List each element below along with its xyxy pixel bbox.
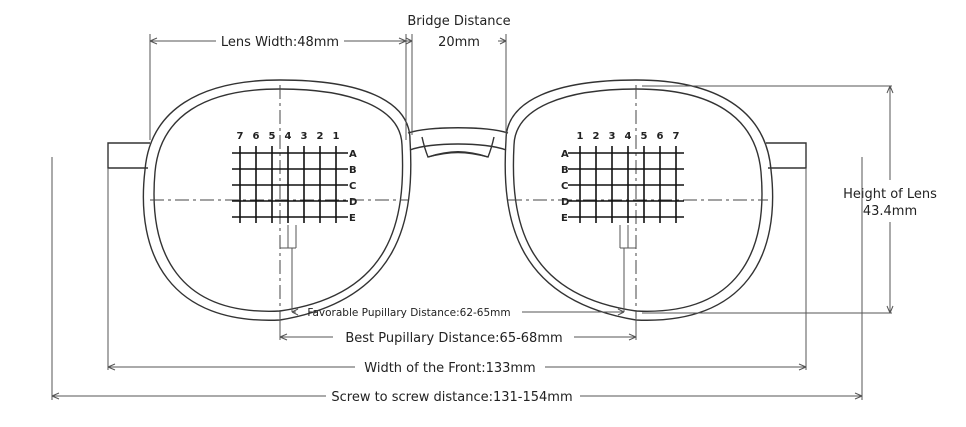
best-pd-dimension: Best Pupillary Distance:65-68mm: [279, 318, 637, 346]
left-grid-col-label: 1: [333, 131, 340, 142]
left-grid-row-label: A: [349, 149, 357, 160]
left-temple: [107, 142, 150, 169]
left-grid-col-label: 3: [301, 131, 308, 142]
right-grid-row-label: D: [561, 197, 569, 208]
right-grid-col-label: 6: [657, 131, 664, 142]
bridge: [407, 127, 509, 158]
bridge-distance-dimension: Bridge Distance 20mm: [402, 14, 511, 135]
left-grid-row-label: B: [349, 165, 357, 176]
left-grid-row-label: C: [349, 181, 356, 192]
lens-width-label: Lens Width:48mm: [221, 35, 339, 50]
favorable-pd-dimension: Favorable Pupillary Distance:62-65mm: [291, 307, 625, 319]
right-grid-col-label: 7: [673, 131, 680, 142]
right-lens-center-lines: [508, 85, 768, 318]
left-grid-col-label: 6: [253, 131, 260, 142]
lens-height-value: 43.4mm: [863, 204, 917, 219]
screw-distance-dimension: Screw to screw distance:131-154mm: [51, 157, 863, 405]
lens-height-dimension: Height of Lens 43.4mm: [642, 85, 937, 314]
bridge-distance-value: 20mm: [438, 35, 480, 50]
right-pupil-grid: 1 2 3 4 5 6 7 A B C D E: [561, 131, 684, 224]
right-grid-row-label: A: [561, 149, 569, 160]
lens-width-dimension: Lens Width:48mm: [149, 34, 407, 140]
left-pupil-grid: 7 6 5 4 3 2 1 A B C D E: [232, 131, 357, 224]
front-width-label: Width of the Front:133mm: [364, 361, 535, 376]
right-grid-col-label: 1: [577, 131, 584, 142]
right-grid-col-label: 5: [641, 131, 648, 142]
bridge-distance-title: Bridge Distance: [407, 14, 510, 29]
right-grid-row-label: E: [561, 213, 568, 224]
left-grid-row-label: D: [349, 197, 357, 208]
right-grid-col-label: 4: [625, 131, 632, 142]
right-grid-col-label: 2: [593, 131, 600, 142]
right-temple: [766, 142, 807, 169]
pupil-drop-lines: [280, 225, 636, 312]
screw-distance-label: Screw to screw distance:131-154mm: [331, 390, 572, 405]
favorable-pd-label: Favorable Pupillary Distance:62-65mm: [307, 307, 510, 319]
right-grid-col-label: 3: [609, 131, 616, 142]
left-grid-row-label: E: [349, 213, 356, 224]
left-grid-col-label: 7: [237, 131, 244, 142]
best-pd-label: Best Pupillary Distance:65-68mm: [345, 331, 562, 346]
left-grid-col-label: 5: [269, 131, 276, 142]
right-grid-row-label: B: [561, 165, 569, 176]
left-lens-center-lines: [150, 85, 408, 318]
lens-height-title: Height of Lens: [843, 187, 937, 202]
right-grid-row-label: C: [561, 181, 568, 192]
left-grid-col-label: 2: [317, 131, 324, 142]
left-grid-col-label: 4: [285, 131, 292, 142]
front-width-dimension: Width of the Front:133mm: [107, 168, 807, 376]
